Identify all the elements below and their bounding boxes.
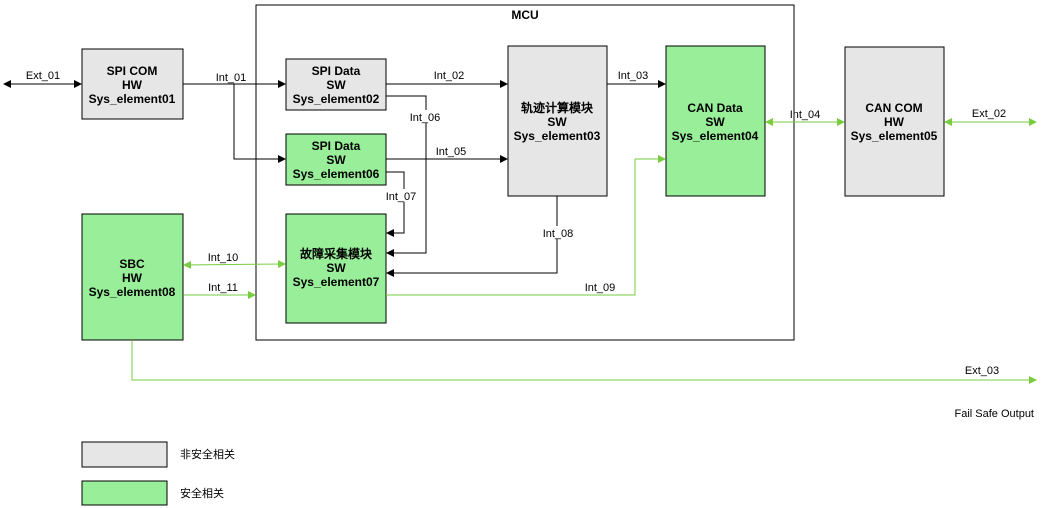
block-trajectory-calc-line-3: Sys_element03 (514, 129, 601, 143)
block-sbc-line-2: HW (122, 271, 143, 285)
edge-int-02: Int_02 (386, 70, 508, 88)
block-trajectory-calc-line-2: SW (547, 115, 567, 129)
block-spi-data-02-line-3: Sys_element02 (293, 92, 380, 106)
label-int-03: Int_03 (618, 70, 649, 82)
block-trajectory-calc[interactable]: 轨迹计算模块 SW Sys_element03 (507, 45, 608, 197)
edge-int-01: Int_01 (183, 72, 286, 163)
legend-label-non-safety: 非安全相关 (180, 447, 235, 461)
block-fault-collect[interactable]: 故障采集模块 SW Sys_element07 (285, 213, 387, 324)
edge-ext-03: Ext_03 (131, 341, 1037, 384)
edge-int-07: Int_07 (385, 171, 419, 237)
block-spi-com-line-2: HW (122, 78, 143, 92)
label-int-06: Int_06 (410, 112, 441, 124)
fail-safe-output-note: Fail Safe Output (955, 408, 1035, 420)
label-int-01: Int_01 (216, 72, 247, 84)
mcu-title: MCU (511, 8, 538, 22)
legend-swatch-non-safety (81, 441, 168, 468)
label-int-08: Int_08 (543, 228, 574, 240)
block-can-data[interactable]: CAN Data SW Sys_element04 (665, 45, 766, 197)
edge-ext-01: Ext_01 (3, 70, 82, 88)
block-fault-collect-line-1: 故障采集模块 (300, 246, 373, 261)
edge-int-06: Int_06 (386, 95, 443, 257)
block-can-data-line-3: Sys_element04 (672, 129, 759, 143)
legend-label-safety: 安全相关 (180, 486, 224, 500)
block-fault-collect-line-2: SW (326, 261, 346, 275)
edge-int-09: Int_09 (386, 155, 666, 296)
block-spi-com-line-3: Sys_element01 (89, 92, 176, 106)
edge-int-08: Int_08 (386, 196, 576, 277)
block-spi-data-06-line-3: Sys_element06 (293, 167, 380, 181)
label-int-07: Int_07 (386, 191, 417, 203)
label-int-02: Int_02 (434, 70, 465, 82)
label-ext-02: Ext_02 (972, 108, 1006, 120)
block-sbc-line-1: SBC (119, 257, 145, 271)
edge-int-05: Int_05 (386, 146, 508, 163)
block-can-com-line-2: HW (884, 115, 905, 129)
block-can-data-line-2: SW (705, 115, 725, 129)
label-int-05: Int_05 (436, 146, 467, 158)
edge-int-10: Int_10 (183, 252, 286, 269)
label-int-09: Int_09 (585, 282, 616, 294)
label-int-10: Int_10 (208, 252, 239, 264)
edge-int-03: Int_03 (607, 70, 666, 88)
legend: 非安全相关 安全相关 (81, 441, 235, 506)
label-ext-03: Ext_03 (965, 365, 999, 377)
block-spi-data-06-line-1: SPI Data (312, 139, 361, 153)
label-int-04: Int_04 (790, 109, 821, 121)
block-can-data-line-1: CAN Data (687, 101, 743, 115)
block-sbc[interactable]: SBC HW Sys_element08 (81, 213, 184, 341)
block-spi-data-02-line-2: SW (326, 78, 346, 92)
block-can-com-line-3: Sys_element05 (851, 129, 938, 143)
legend-swatch-safety (81, 480, 168, 506)
label-int-11: Int_11 (208, 282, 238, 294)
edge-int-04: Int_04 (765, 109, 845, 126)
block-spi-data-02-line-1: SPI Data (312, 64, 361, 78)
block-spi-com-line-1: SPI COM (107, 64, 158, 78)
block-can-com-line-1: CAN COM (865, 101, 922, 115)
block-sbc-line-3: Sys_element08 (89, 285, 176, 299)
block-spi-data-06-line-2: SW (326, 153, 346, 167)
block-can-com[interactable]: CAN COM HW Sys_element05 (844, 46, 945, 197)
edge-int-11: Int_11 (184, 282, 256, 299)
mcu-boundary: MCU (255, 4, 795, 341)
label-ext-01: Ext_01 (26, 70, 60, 82)
block-trajectory-calc-line-1: 轨迹计算模块 (521, 100, 594, 115)
block-spi-com[interactable]: SPI COM HW Sys_element01 (81, 48, 184, 120)
edge-ext-02: Ext_02 (944, 108, 1037, 126)
block-fault-collect-line-3: Sys_element07 (293, 275, 380, 289)
block-spi-data-02[interactable]: SPI Data SW Sys_element02 (285, 58, 387, 111)
block-spi-data-06[interactable]: SPI Data SW Sys_element06 (285, 133, 387, 186)
